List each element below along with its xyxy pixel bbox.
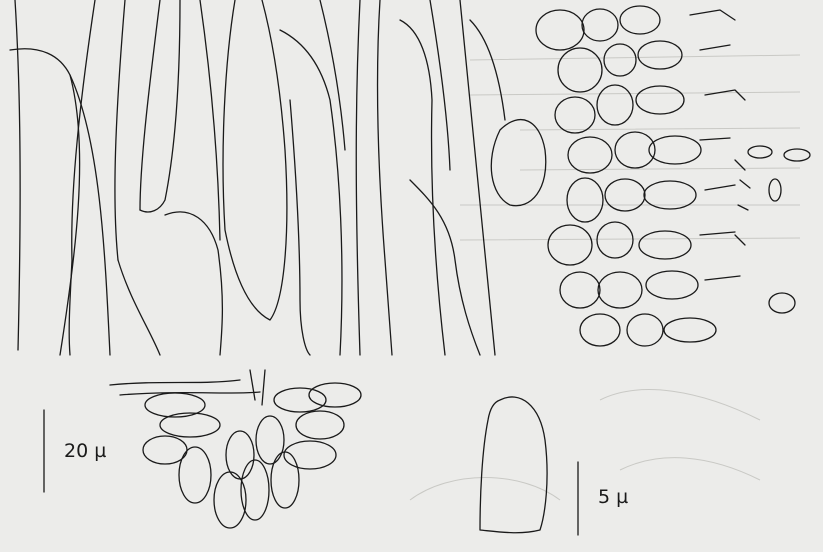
clavate-cell-cluster — [110, 370, 361, 528]
scale-label-5: 5 µ — [598, 486, 628, 508]
hyphae-block — [10, 0, 546, 355]
isolated-spore — [480, 397, 547, 533]
spores — [735, 146, 810, 313]
scale-label-20: 20 µ — [64, 440, 106, 462]
